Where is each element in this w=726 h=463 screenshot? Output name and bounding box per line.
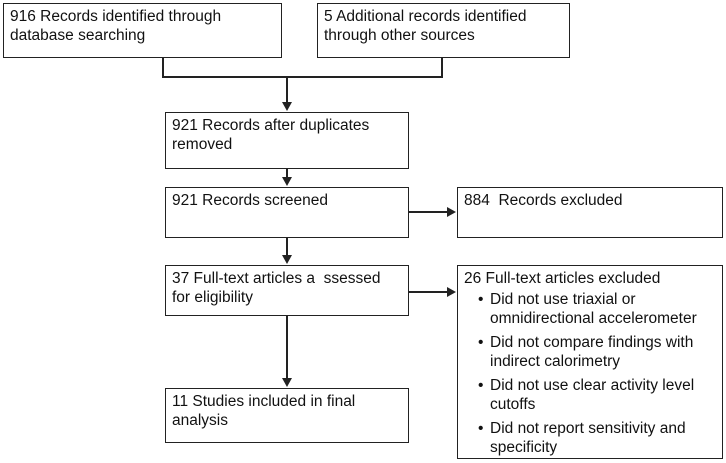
arrow-to-full-text-excluded <box>447 287 456 297</box>
records-screened-box: 921 Records screened <box>165 187 409 238</box>
connector-to-excluded <box>409 211 448 213</box>
arrow-to-full-text <box>282 255 292 264</box>
additional-records-box: 5 Additional records identified through … <box>317 3 570 58</box>
connector-to-screened <box>286 169 288 178</box>
connector-to-included <box>286 316 288 379</box>
records-identified-database-text: 916 Records identified through database … <box>10 8 222 44</box>
studies-included-text: 11 Studies included in final analysis <box>172 393 356 429</box>
records-after-duplicates-box: 921 Records after duplicates removed <box>165 112 409 169</box>
exclusion-reasons-list: Did not use triaxial or omnidirectional … <box>464 290 716 457</box>
records-excluded-box: 884 Records excluded <box>457 187 723 238</box>
additional-records-text: 5 Additional records identified through … <box>324 8 527 44</box>
connector-to-full-text <box>286 238 288 256</box>
arrow-to-included <box>282 378 292 387</box>
studies-included-box: 11 Studies included in final analysis <box>165 388 409 443</box>
records-after-duplicates-text: 921 Records after duplicates removed <box>172 117 370 153</box>
exclusion-reason: Did not report sensitivity and specifici… <box>478 419 716 457</box>
connector-right-down <box>441 58 443 77</box>
exclusion-reason: Did not use triaxial or omnidirectional … <box>478 290 716 328</box>
arrow-to-excluded <box>447 207 456 217</box>
connector-to-full-text-excluded <box>409 291 448 293</box>
exclusion-reason: Did not compare findings with indirect c… <box>478 333 716 371</box>
full-text-excluded-title: 26 Full-text articles excluded <box>464 270 661 287</box>
arrow-to-screened <box>282 177 292 186</box>
connector-to-duplicates <box>286 76 288 102</box>
connector-left-down <box>162 58 164 77</box>
records-screened-text: 921 Records screened <box>172 192 328 209</box>
connector-merge <box>162 76 443 78</box>
full-text-excluded-box: 26 Full-text articles excluded Did not u… <box>457 265 723 459</box>
exclusion-reason: Did not use clear activity level cutoffs <box>478 376 716 414</box>
arrow-to-duplicates <box>282 102 292 111</box>
full-text-assessed-box: 37 Full-text articles a ssessed for elig… <box>165 265 409 316</box>
records-excluded-text: 884 Records excluded <box>464 192 623 209</box>
records-identified-database-box: 916 Records identified through database … <box>3 3 282 58</box>
full-text-assessed-text: 37 Full-text articles a ssessed for elig… <box>172 270 385 306</box>
